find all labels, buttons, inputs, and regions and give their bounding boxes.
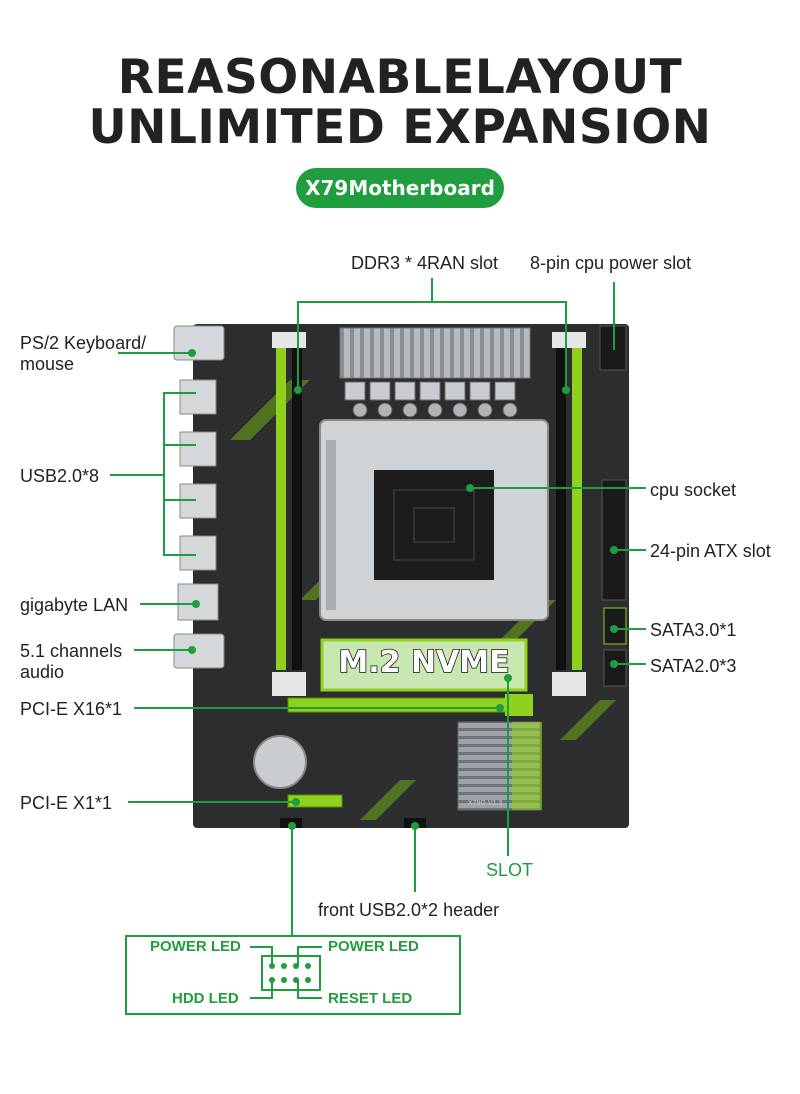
dimm-slot-2: [292, 340, 302, 670]
cpu-socket-pattern: [393, 489, 475, 561]
callout-lines: [110, 278, 646, 936]
label-slot: SLOT: [486, 860, 534, 880]
dimm-slot-3: [556, 340, 566, 670]
cmos-battery: [253, 735, 307, 789]
front-panel-pins: [261, 955, 321, 991]
label-usb: USB2.0*8: [20, 466, 100, 486]
pcie-x16-slot: [287, 697, 529, 713]
label-front-usb: front USB2.0*2 header: [318, 900, 500, 920]
label-pcie-x1: PCI-E X1*1: [20, 793, 113, 813]
sata2-connector: [603, 649, 627, 687]
label-ps2-line2: mouse: [20, 354, 75, 374]
dimm-latches: [272, 332, 586, 696]
label-power-led-left: POWER LED: [150, 938, 241, 955]
label-reset-led: RESET LED: [328, 990, 413, 1007]
label-audio-line2: audio: [20, 662, 65, 682]
front-panel-box: [125, 935, 461, 1015]
atx-connector: [601, 479, 627, 601]
m2-slot-label: M.2 NVME: [338, 644, 511, 681]
m2-slot: [320, 638, 528, 692]
label-pcie-x16: PCI-E X16*1: [20, 699, 123, 719]
headline-line-1: REASONABLELAYOUT: [117, 50, 683, 105]
label-power-led-right: POWER LED: [328, 938, 419, 955]
label-audio-line1: 5.1 channels: [20, 641, 123, 661]
cpu-socket-center: [374, 470, 494, 580]
board-silk-label: X79G V1.3: [468, 800, 503, 807]
io-ports: [173, 325, 225, 669]
label-sata3: SATA3.0*1: [650, 620, 737, 640]
vrm-heatsink: [339, 327, 531, 379]
cpu-socket-lever: [326, 440, 336, 610]
dimm-slot-4: [572, 340, 582, 670]
pcb-stripe-4: [360, 780, 416, 820]
label-hdd-led: HDD LED: [172, 990, 239, 1007]
label-ps2-line1: PS/2 Keyboard/: [20, 333, 147, 353]
pcb-stripe-5: [560, 700, 616, 740]
label-lan: gigabyte LAN: [20, 595, 129, 615]
front-panel-pin-dots: [269, 963, 311, 983]
headline-line-2: UNLIMITED EXPANSION: [88, 100, 712, 155]
pcb-stripe-1: [230, 380, 310, 440]
label-sata2: SATA2.0*3: [650, 656, 737, 676]
label-ddr3: DDR3 * 4RAN slot: [351, 253, 499, 273]
dimm-slot-1: [276, 340, 286, 670]
vrm-capacitors: [352, 402, 518, 418]
product-badge: X79Motherboard: [296, 168, 504, 208]
vrm-chokes: [344, 381, 516, 401]
label-cpu-socket: cpu socket: [650, 480, 737, 500]
chipset-highlight: [512, 722, 542, 810]
label-atx: 24-pin ATX slot: [650, 541, 771, 561]
label-cpu-power: 8-pin cpu power slot: [530, 253, 692, 273]
